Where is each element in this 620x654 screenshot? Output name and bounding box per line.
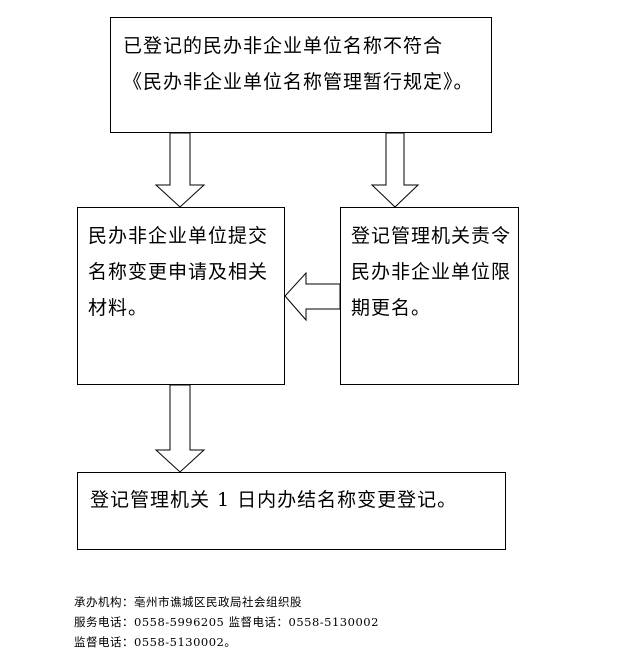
arrow-down-top-to-left <box>154 132 206 208</box>
arrow-down-top-to-right <box>370 132 420 208</box>
right-box-line-3: 期更名。 <box>351 297 432 319</box>
bottom-box-text: 登记管理机关 1 日内办结名称变更登记。 <box>90 489 458 511</box>
footer-phones: 服务电话：0558-5996205 监督电话：0558-5130002 <box>74 615 379 629</box>
arrow-left-right-to-left <box>284 271 341 322</box>
left-box-line-1: 民办非企业单位提交 <box>88 225 269 247</box>
footer-partial: 监督电话：0558-5130002。 <box>74 635 237 649</box>
left-box-line-2: 名称变更申请及相关 <box>88 261 269 283</box>
top-box-line-2: 《民办非企业单位名称管理暂行规定》。 <box>123 71 474 93</box>
bottom-box: 登记管理机关 1 日内办结名称变更登记。 <box>77 472 506 550</box>
top-box-line-1: 已登记的民办非企业单位名称不符合 <box>123 35 444 57</box>
right-box: 登记管理机关责令 民办非企业单位限 期更名。 <box>340 207 519 385</box>
arrow-down-left-to-bottom <box>154 384 206 473</box>
right-box-line-2: 民办非企业单位限 <box>351 261 512 283</box>
left-box-line-3: 材料。 <box>88 297 149 319</box>
footer-org: 承办机构：亳州市谯城区民政局社会组织股 <box>74 595 302 609</box>
right-box-line-1: 登记管理机关责令 <box>351 225 512 247</box>
top-box: 已登记的民办非企业单位名称不符合 《民办非企业单位名称管理暂行规定》。 <box>110 17 492 133</box>
